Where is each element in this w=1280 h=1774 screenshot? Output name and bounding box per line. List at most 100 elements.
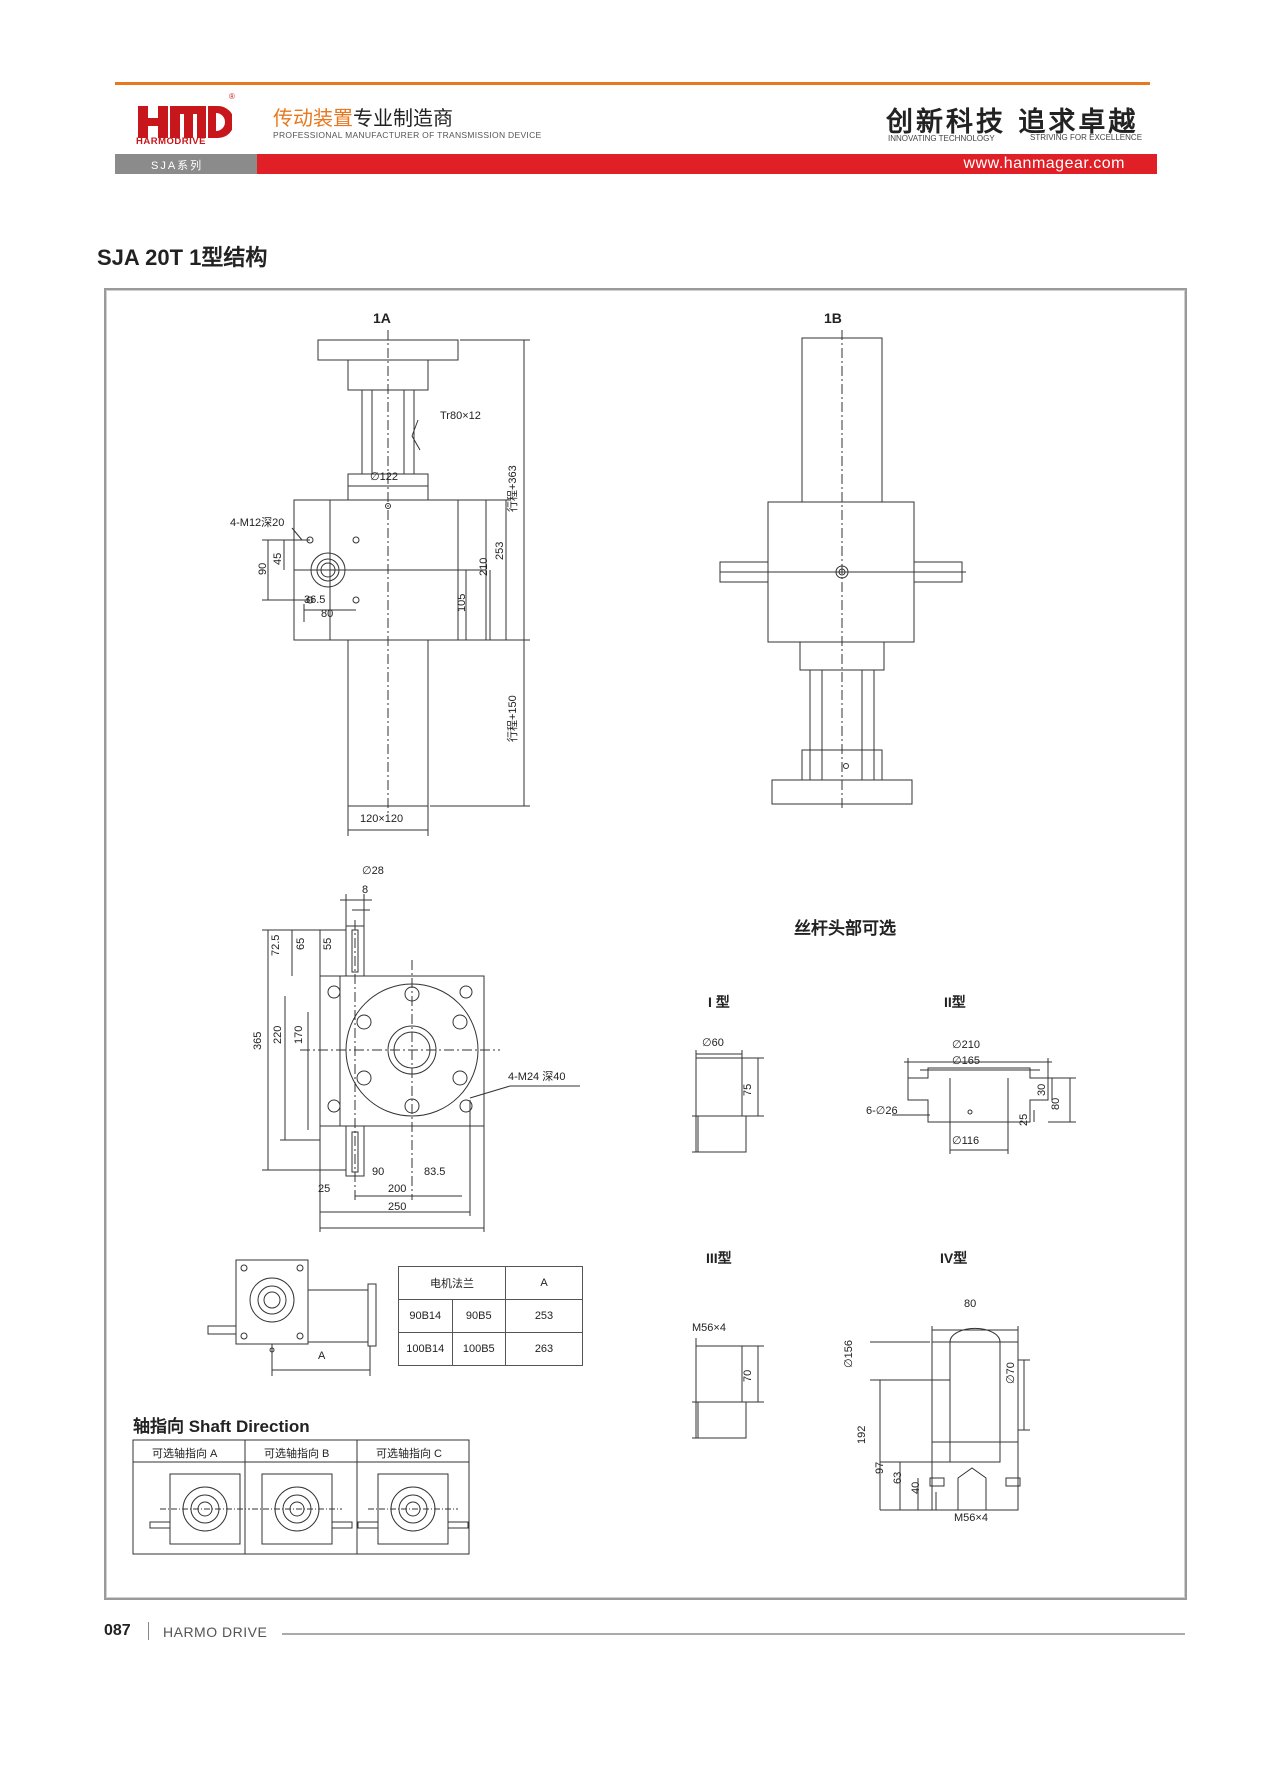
website-link[interactable]: www.hanmagear.com	[963, 155, 1125, 172]
dim-t2-d210: ∅210	[952, 1039, 980, 1051]
type-2-label: II型	[944, 994, 966, 1010]
dim-365: 365	[252, 1031, 264, 1050]
table-cell: 90B14	[398, 1299, 453, 1333]
table-cell: 263	[505, 1332, 583, 1366]
dim-65: 65	[295, 937, 307, 950]
footer-brand: HARMO DRIVE	[163, 1624, 268, 1640]
page-title: SJA 20T 1型结构	[97, 245, 268, 270]
tagline-en: PROFESSIONAL MANUFACTURER OF TRANSMISSIO…	[273, 130, 542, 140]
series-label: SJA系列	[151, 160, 204, 172]
dim-t1-75: 75	[742, 1083, 754, 1096]
dim-250: 250	[388, 1201, 407, 1213]
front-view-drawing	[262, 894, 580, 1232]
motor-flange-drawing	[207, 1259, 377, 1376]
registered-mark: ®	[229, 92, 235, 101]
dim-1a-80: 80	[321, 608, 334, 620]
type-3-drawing	[692, 1338, 764, 1439]
tagline-cn-dark: 专业制造商	[353, 108, 453, 130]
dim-t3-70: 70	[742, 1369, 754, 1382]
dim-t4-d70: ∅70	[1005, 1362, 1017, 1384]
dim-170: 170	[293, 1025, 305, 1044]
table-row: 90B14 90B5 253	[398, 1299, 583, 1333]
shaft-option-a: 可选轴指向 A	[152, 1448, 218, 1460]
table-cell: 90B5	[451, 1299, 506, 1333]
header-top-rule	[115, 82, 1150, 85]
dim-t4-40: 40	[910, 1481, 922, 1494]
footer-separator	[148, 1622, 149, 1640]
dim-front-90: 90	[372, 1166, 385, 1178]
harmodrive-logo-icon	[138, 106, 232, 138]
dim-200: 200	[388, 1183, 407, 1195]
table-head-a: A	[505, 1266, 583, 1300]
dim-a: A	[318, 1350, 326, 1362]
dim-253: 253	[494, 541, 506, 560]
table-row: 100B14 100B5 263	[398, 1332, 583, 1366]
dim-t4-80: 80	[964, 1298, 977, 1310]
dim-t4-192: 192	[856, 1425, 868, 1444]
tagline-cn-orange: 传动装置	[273, 108, 353, 130]
shaft-direction-grid	[132, 1439, 470, 1555]
view-1b-drawing	[719, 330, 966, 810]
dim-72-5: 72.5	[270, 934, 282, 956]
tagline-cn: 传动装置专业制造商	[273, 102, 453, 131]
dim-105: 105	[456, 593, 468, 612]
view-1a-label: 1A	[373, 310, 391, 326]
dim-t2-d165: ∅165	[952, 1055, 980, 1067]
dim-t2-25: 25	[1018, 1113, 1030, 1126]
type-4-label: IV型	[940, 1250, 968, 1266]
type-3-label: III型	[706, 1250, 732, 1266]
motto-en-1: INNOVATING TECHNOLOGY	[888, 134, 995, 143]
dim-t2-d116: ∅116	[952, 1135, 980, 1147]
table-header-row: 电机法兰 A	[398, 1266, 583, 1300]
type-1-drawing	[692, 1050, 764, 1153]
dim-d122: ∅122	[370, 471, 398, 483]
table-cell: 100B5	[451, 1332, 506, 1366]
dim-m12: 4-M12深20	[230, 517, 285, 529]
dim-t1-d60: ∅60	[702, 1037, 724, 1049]
motto-en-2: STRIVING FOR EXCELLENCE	[1030, 133, 1143, 142]
dim-d28: ∅28	[362, 865, 384, 877]
dim-t4-97: 97	[874, 1461, 886, 1474]
type-2-drawing	[892, 1058, 1076, 1154]
dim-120x120: 120×120	[360, 813, 404, 825]
drawing-frame	[104, 288, 1187, 1600]
logo-wordmark: HARMODRIVE	[136, 136, 206, 147]
dim-8: 8	[362, 884, 369, 896]
dim-stroke-363: 行程+363	[507, 465, 519, 512]
dim-t4-63: 63	[892, 1471, 904, 1484]
dim-tr80: Tr80×12	[440, 410, 481, 422]
series-bar: SJA系列	[115, 154, 257, 174]
shaft-option-c: 可选轴指向 C	[376, 1448, 442, 1460]
screw-head-title: 丝杆头部可选	[794, 919, 896, 938]
dim-t3-m56: M56×4	[692, 1322, 726, 1334]
shaft-option-b: 可选轴指向 B	[264, 1448, 330, 1460]
dim-25: 25	[318, 1183, 331, 1195]
dim-t2-30: 30	[1036, 1083, 1048, 1096]
table-cell: 100B14	[398, 1332, 453, 1366]
dim-55: 55	[322, 937, 334, 950]
dim-36-5: 36.5	[304, 594, 326, 606]
motto-cn: 创新科技 追求卓越	[886, 107, 1139, 138]
dim-m24: 4-M24 深40	[508, 1071, 566, 1083]
table-head-flange: 电机法兰	[398, 1266, 506, 1300]
shaft-direction-title: 轴指向 Shaft Direction	[133, 1417, 310, 1436]
dim-220: 220	[272, 1025, 284, 1044]
page-number: 087	[104, 1622, 131, 1639]
dim-1a-45: 45	[272, 552, 284, 565]
view-1a-drawing	[262, 330, 530, 836]
dim-t2-6d26: 6-∅26	[866, 1105, 898, 1117]
dim-t2-80: 80	[1050, 1097, 1062, 1110]
view-1b-label: 1B	[824, 310, 842, 326]
dim-210: 210	[478, 557, 490, 576]
table-cell: 253	[505, 1299, 583, 1333]
dim-1a-90: 90	[257, 562, 269, 575]
dim-stroke-150: 行程+150	[507, 695, 519, 742]
footer-rule	[282, 1633, 1185, 1635]
type-1-label: I 型	[708, 994, 730, 1010]
type-4-drawing	[870, 1326, 1030, 1511]
motor-flange-table: 电机法兰 A 90B14 90B5 253 100B14 100B5 263	[398, 1266, 583, 1366]
dim-t4-m56: M56×4	[954, 1512, 988, 1524]
website-bar: www.hanmagear.com	[257, 154, 1157, 174]
dim-t4-d156: ∅156	[843, 1340, 855, 1368]
